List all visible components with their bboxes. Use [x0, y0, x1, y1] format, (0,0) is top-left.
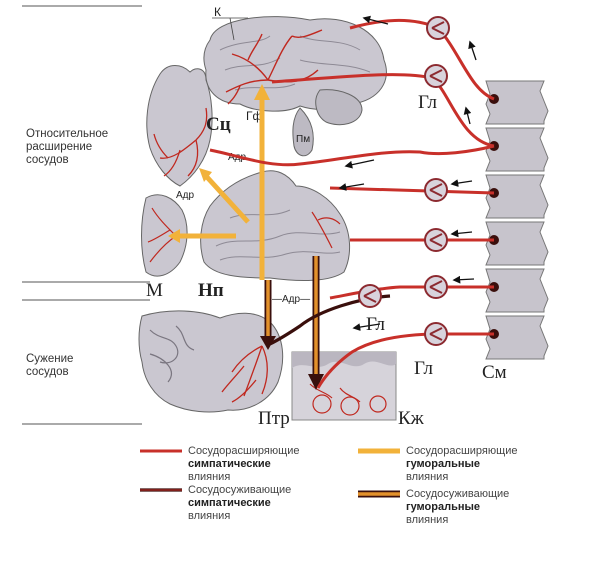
label-m: М — [146, 280, 163, 301]
spinal-cord-segments — [485, 80, 549, 360]
label-pm: Пм — [296, 134, 310, 145]
ganglion — [424, 64, 448, 88]
label-sm: См — [482, 362, 507, 383]
ganglion — [424, 178, 448, 202]
label-adr-muscle: Адр — [176, 190, 195, 201]
legend: Сосудорасширяющие симпатические влияния … — [140, 445, 517, 526]
svg-text:симпатические: симпатические — [188, 497, 271, 509]
ganglion — [424, 228, 448, 252]
direction-arrows — [338, 15, 477, 331]
label-np: Нп — [198, 280, 224, 301]
spinal-segment — [485, 80, 549, 125]
svg-text:симпатические: симпатические — [188, 458, 271, 470]
label-gl-bottom: Гл — [414, 358, 434, 379]
label-adr-mid: —Адр— — [272, 294, 310, 305]
svg-text:влияния: влияния — [406, 471, 448, 483]
spinal-segment — [485, 127, 549, 172]
spinal-segment — [485, 315, 549, 360]
svg-text:Сосудосуживающие: Сосудосуживающие — [188, 484, 291, 496]
intestine — [138, 310, 284, 413]
label-k: К — [214, 5, 221, 19]
svg-text:Сосудосуживающие: Сосудосуживающие — [406, 488, 509, 500]
svg-text:гуморальные: гуморальные — [406, 501, 480, 513]
label-gf: Гф — [246, 109, 262, 123]
svg-text:Сосудорасширяющие: Сосудорасширяющие — [188, 445, 299, 457]
svg-text:влияния: влияния — [188, 510, 230, 522]
ganglia — [358, 16, 450, 346]
svg-text:расширение: расширение — [26, 141, 92, 153]
legend-item-constrictor-humoral: Сосудосуживающие гуморальные влияния — [358, 488, 509, 526]
spinal-segment — [485, 268, 549, 313]
sidebar-relative-dilation: Относительное расширение сосудов — [26, 128, 108, 166]
sidebar-constriction: Сужение сосудов — [26, 353, 73, 378]
skin — [291, 351, 397, 421]
spinal-segment — [485, 221, 549, 266]
brain — [203, 16, 387, 157]
spinal-segment — [485, 174, 549, 219]
label-sc: Сц — [206, 114, 231, 135]
label-ptr: Птр — [258, 408, 290, 429]
svg-text:влияния: влияния — [188, 471, 230, 483]
sympathetic-pathways — [209, 19, 495, 389]
legend-item-dilator-sympathetic: Сосудорасширяющие симпатические влияния — [140, 445, 299, 483]
heart — [146, 65, 213, 187]
ganglion — [424, 275, 448, 299]
svg-text:Сужение: Сужение — [26, 353, 73, 365]
svg-text:сосудов: сосудов — [26, 366, 69, 378]
legend-item-dilator-humoral: Сосудорасширяющие гуморальные влияния — [358, 445, 517, 483]
muscle — [141, 194, 188, 277]
ganglion — [424, 322, 448, 346]
label-gl-top: Гл — [418, 92, 438, 113]
legend-item-constrictor-sympathetic: Сосудосуживающие симпатические влияния — [140, 484, 291, 522]
svg-text:Сосудорасширяющие: Сосудорасширяющие — [406, 445, 517, 457]
ganglion — [358, 284, 382, 308]
humoral-pathways — [168, 84, 324, 390]
svg-text:Относительное: Относительное — [26, 128, 108, 140]
adrenal-kidney — [200, 170, 350, 281]
svg-text:гуморальные: гуморальные — [406, 458, 480, 470]
sidebar-lines — [22, 5, 150, 425]
svg-text:сосудов: сосудов — [26, 154, 69, 166]
svg-text:влияния: влияния — [406, 514, 448, 526]
label-gl-mid: Гл — [366, 314, 386, 335]
label-kzh: Кж — [398, 408, 425, 429]
ganglion — [426, 16, 450, 40]
